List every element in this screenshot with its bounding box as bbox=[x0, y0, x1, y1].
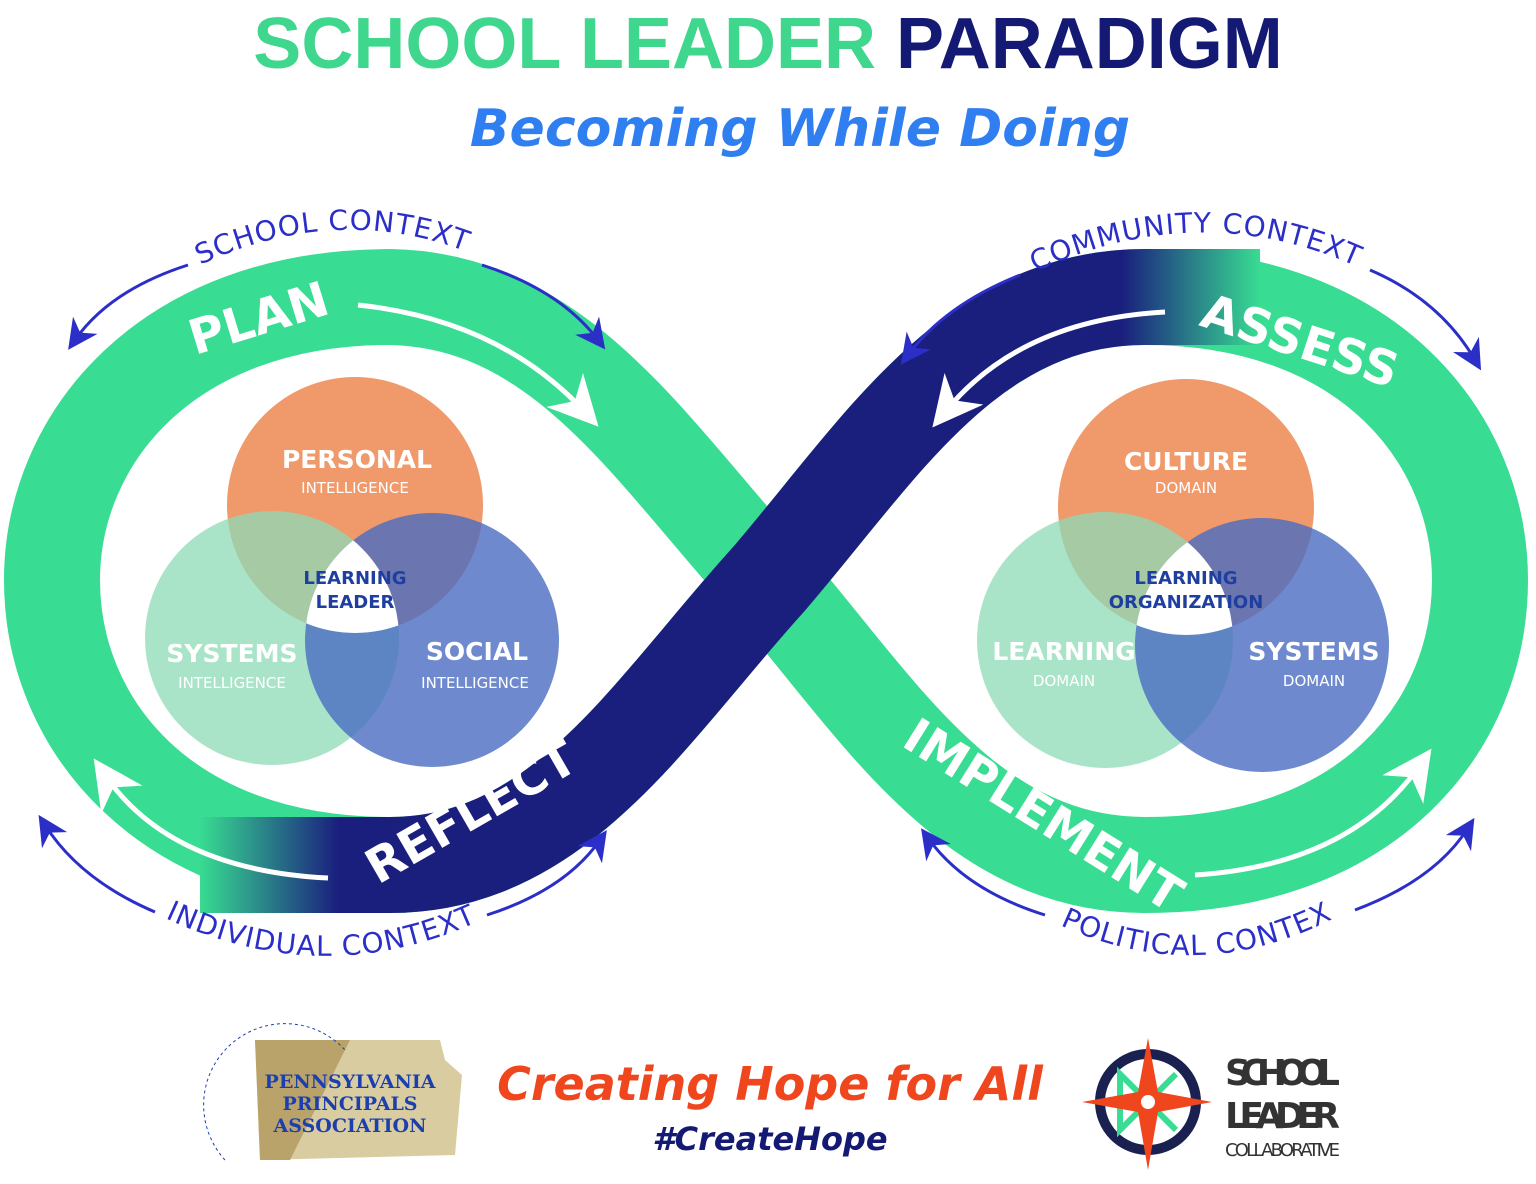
plan-arrow-icon bbox=[357, 302, 599, 427]
svg-text:INTELLIGENCE: INTELLIGENCE bbox=[301, 479, 409, 497]
svg-text:PRINCIPALS: PRINCIPALS bbox=[282, 1093, 417, 1115]
svg-text:CULTURE: CULTURE bbox=[1124, 447, 1248, 476]
svg-text:DOMAIN: DOMAIN bbox=[1033, 672, 1095, 690]
hashtag: #CreateHope bbox=[652, 1120, 887, 1158]
context-arrows bbox=[38, 263, 1482, 917]
reflect-arrow-icon bbox=[93, 758, 329, 881]
right-venn-diagram: CULTURE DOMAIN LEARNING DOMAIN SYSTEMS D… bbox=[977, 379, 1389, 772]
svg-text:PERSONAL: PERSONAL bbox=[282, 445, 432, 474]
slc-logo: SCHOOL LEADER COLLABORATIVE bbox=[1082, 1038, 1340, 1170]
page-title: SCHOOL LEADER PARADIGM bbox=[253, 4, 1282, 84]
svg-text:SYSTEMS: SYSTEMS bbox=[166, 639, 297, 668]
svg-text:DOMAIN: DOMAIN bbox=[1283, 672, 1345, 690]
svg-text:ASSOCIATION: ASSOCIATION bbox=[273, 1115, 427, 1137]
svg-text:PENNSYLVANIA: PENNSYLVANIA bbox=[265, 1071, 436, 1093]
svg-text:LEADER: LEADER bbox=[316, 592, 395, 613]
svg-text:COLLABORATIVE: COLLABORATIVE bbox=[1225, 1140, 1340, 1161]
assess-arrow-icon bbox=[932, 309, 1166, 428]
svg-text:INTELLIGENCE: INTELLIGENCE bbox=[421, 674, 529, 692]
slogan: Creating Hope for All bbox=[497, 1057, 1044, 1111]
svg-text:ORGANIZATION: ORGANIZATION bbox=[1109, 592, 1264, 613]
navy-ribbon-segment bbox=[200, 249, 1260, 913]
svg-text:SOCIAL: SOCIAL bbox=[426, 637, 528, 666]
svg-text:SYSTEMS: SYSTEMS bbox=[1248, 637, 1379, 666]
svg-text:DOMAIN: DOMAIN bbox=[1155, 479, 1217, 497]
svg-text:SCHOOL: SCHOOL bbox=[1225, 1053, 1340, 1094]
svg-text:INTELLIGENCE: INTELLIGENCE bbox=[178, 674, 286, 692]
left-venn-diagram: PERSONAL INTELLIGENCE SYSTEMS INTELLIGEN… bbox=[145, 377, 559, 767]
implement-arrow-icon bbox=[1194, 748, 1432, 878]
svg-text:LEARNING: LEARNING bbox=[992, 637, 1135, 666]
ppa-logo: PENNSYLVANIA PRINCIPALS ASSOCIATION bbox=[203, 1023, 462, 1161]
subtitle: Becoming While Doing bbox=[470, 99, 1130, 159]
svg-text:LEARNING: LEARNING bbox=[303, 568, 406, 589]
svg-text:LEADER: LEADER bbox=[1225, 1096, 1340, 1137]
svg-text:LEARNING: LEARNING bbox=[1134, 568, 1237, 589]
